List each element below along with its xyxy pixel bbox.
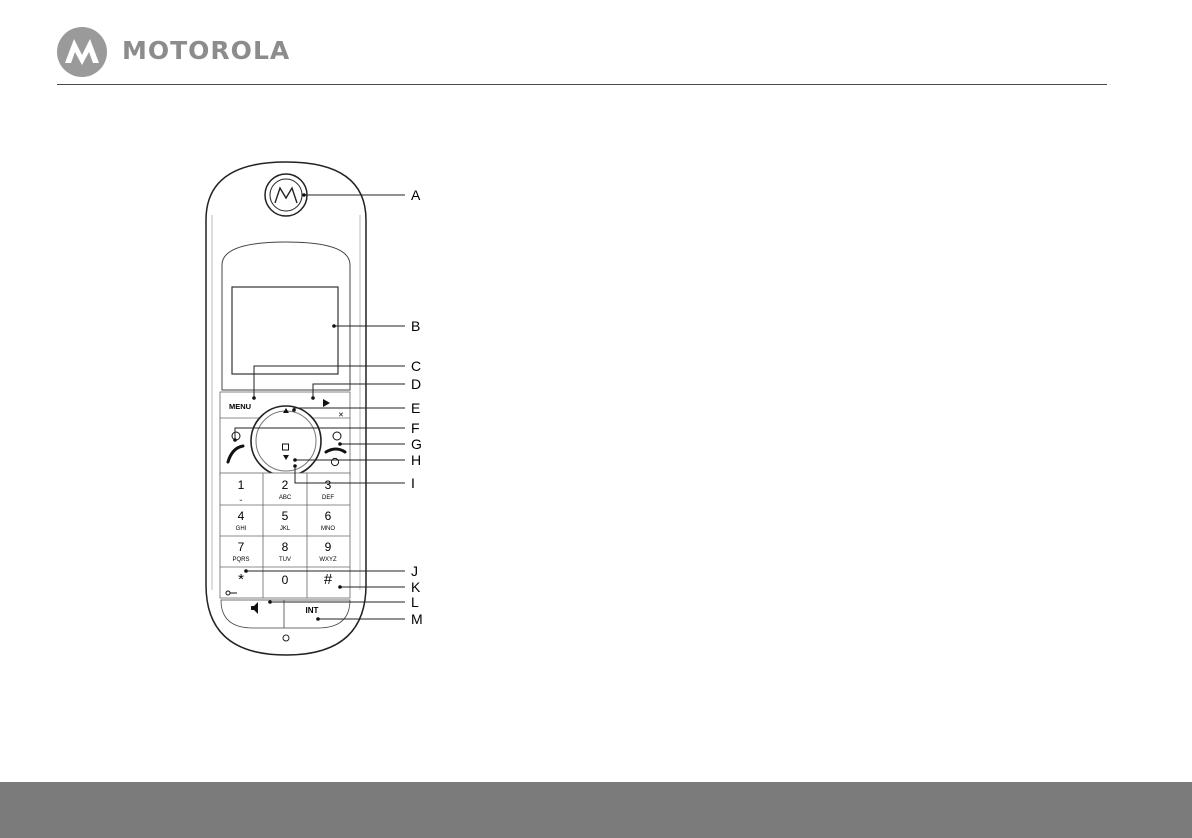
callout-dot <box>292 408 296 412</box>
keypad-key-number: 2 <box>282 478 289 492</box>
microphone-hole <box>283 635 289 641</box>
keypad-key-letters: TUV <box>279 557 291 563</box>
keypad-key-number: 0 <box>282 573 289 587</box>
mute-icon: ✕ <box>338 412 344 419</box>
callout-label: G <box>411 436 422 452</box>
callout-label: H <box>411 452 421 468</box>
callout-label: M <box>411 611 423 627</box>
keypad-key-letters: WXYZ <box>319 557 337 563</box>
callout-label: A <box>411 187 421 203</box>
keypad-key-number: 5 <box>282 509 289 523</box>
callout-label: K <box>411 579 421 595</box>
callout-dot <box>332 324 336 328</box>
callout-label: J <box>411 563 418 579</box>
callout-dot <box>252 396 256 400</box>
keypad-key-letters: DEF <box>322 495 334 501</box>
callout-dot <box>316 617 320 621</box>
earpiece-logo-icon <box>265 174 307 216</box>
keypad-key[interactable]: 0 <box>282 573 289 587</box>
callout-label: E <box>411 400 420 416</box>
callout-dot <box>233 438 237 442</box>
callout-dot <box>268 600 272 604</box>
callout-dot <box>338 442 342 446</box>
keypad-key[interactable]: * <box>238 571 244 588</box>
callout-dot <box>338 585 342 589</box>
callout-label: D <box>411 376 421 392</box>
callout-label: F <box>411 420 420 436</box>
callout-dot <box>311 396 315 400</box>
callout-dot <box>293 458 297 462</box>
keypad-key-number: 8 <box>282 540 289 554</box>
display-screen <box>232 287 338 374</box>
int-key-label: INT <box>306 606 319 615</box>
keypad-key-number: 1 <box>238 478 245 492</box>
callout-dot <box>302 193 306 197</box>
callout-dot <box>244 569 248 573</box>
keypad-key-number: 3 <box>325 478 332 492</box>
calllog-icon <box>283 444 289 450</box>
int-key[interactable]: INT <box>306 606 319 615</box>
footer-bar <box>0 782 1192 838</box>
menu-key[interactable]: MENU <box>229 402 251 411</box>
keypad-key-number: 6 <box>325 509 332 523</box>
callout-label: C <box>411 358 421 374</box>
callout-label: B <box>411 318 420 334</box>
callout-label: I <box>411 475 415 491</box>
keypad-key-letters: ABC <box>279 495 292 501</box>
keypad-key[interactable]: # <box>324 571 333 588</box>
keypad-key-number: 9 <box>325 540 332 554</box>
keypad-key-letters: JKL <box>280 526 291 532</box>
callout-label: L <box>411 594 419 610</box>
keypad-key-letters: PQRS <box>232 557 249 563</box>
keypad-key-letters: MNO <box>321 526 335 532</box>
callout-dot <box>293 464 297 468</box>
keypad-key-letters: GHI <box>236 526 247 532</box>
keypad-key-number: 7 <box>238 540 245 554</box>
keypad-key-number: # <box>324 571 333 588</box>
keypad-key-number: 4 <box>238 509 245 523</box>
keypad-key-number: * <box>238 571 244 588</box>
menu-key-label: MENU <box>229 402 251 411</box>
